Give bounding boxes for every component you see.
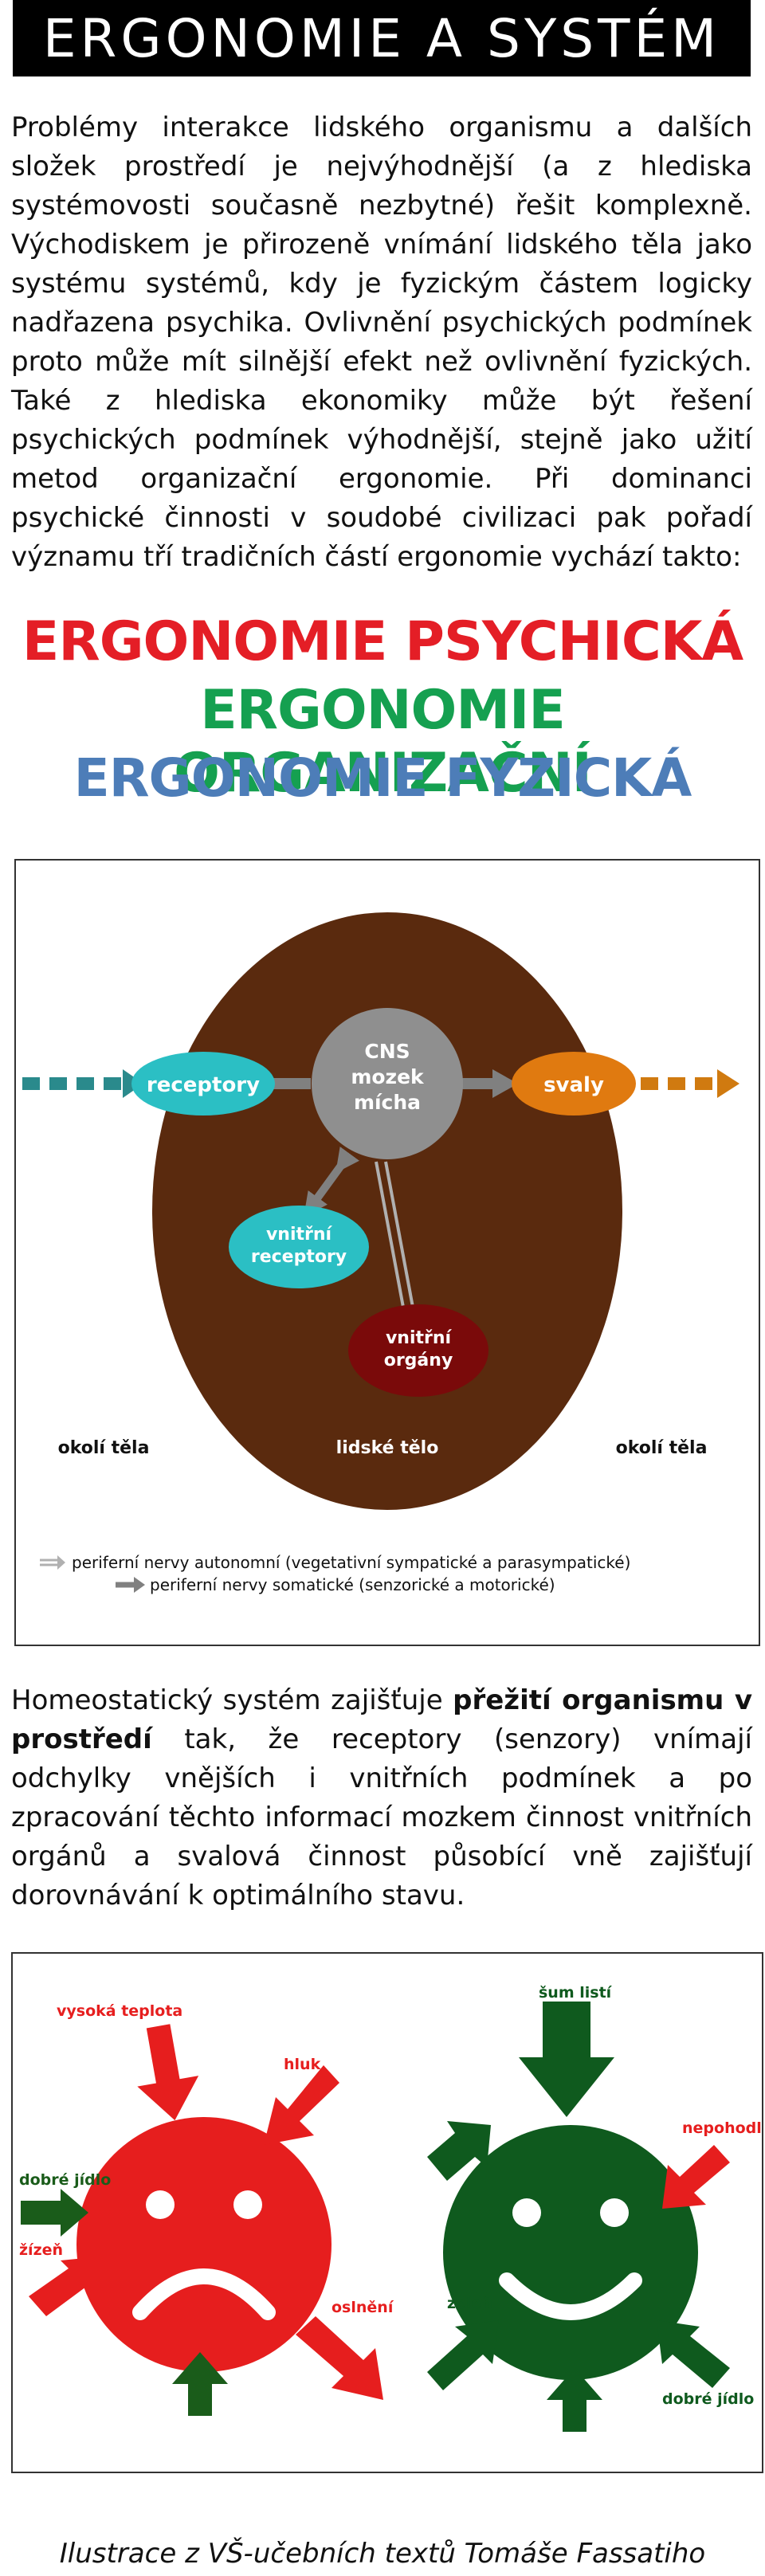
svaly-node — [512, 1052, 636, 1115]
sad-arrow-top-right — [264, 2065, 339, 2145]
cns-label-3: mícha — [354, 1091, 421, 1114]
output-arrow — [641, 1069, 740, 1098]
sad-face — [76, 2117, 332, 2372]
sad-face-mouth — [132, 2268, 276, 2320]
happy-arrow-bottom-left — [427, 2320, 499, 2390]
page-title-bar: ERGONOMIE A SYSTÉM — [13, 0, 751, 76]
cns-label-2: mozek — [351, 1065, 425, 1088]
happy-arrows — [427, 2002, 730, 2432]
homeostasis-before: Homeostatický systém zajišťuje — [11, 1684, 453, 1716]
body-ellipse — [152, 912, 622, 1510]
sad-arrow-left-lower — [29, 2256, 100, 2316]
page-title: ERGONOMIE A SYSTÉM — [42, 7, 721, 69]
happy-arrow-top — [519, 2002, 614, 2117]
happy-arrow-bottom — [547, 2368, 602, 2432]
happy-arrow-bottom-right — [657, 2320, 730, 2388]
happy-arrow-left — [427, 2121, 491, 2181]
vnitrni-receptory-node — [229, 1206, 369, 1288]
label-zizen: žízeň — [19, 2241, 63, 2259]
sad-arrow-bottom-green — [172, 2352, 228, 2416]
vnitrni-organy-label-2: orgány — [384, 1351, 453, 1370]
label-dobre-jidlo-happy: dobré jídlo — [662, 2390, 754, 2408]
ergonomie-psychicka: ERGONOMIE PSYCHICKÁ — [22, 610, 743, 673]
sad-arrows — [21, 2024, 383, 2416]
ergonomie-organizacni: ERGONOMIE ORGANIZAČNÍ — [174, 679, 592, 805]
input-arrow — [22, 1069, 143, 1098]
legend-autonomic-text: periferní nervy autonomní (vegetativní s… — [72, 1553, 630, 1572]
cns-organy-line-2 — [384, 1161, 418, 1325]
sad-arrow-left-green — [21, 2189, 88, 2237]
homeostasis-after: tak, že receptory (senzory) vnímají odch… — [11, 1723, 752, 1911]
faces-figure: vysoká teplota hluk dobré jídlo žízeň os… — [11, 1952, 765, 2473]
vnitrni-organy-node — [348, 1304, 488, 1397]
label-zelen: zeleň — [447, 2295, 492, 2312]
happy-face-eye-left — [512, 2198, 541, 2227]
lidske-telo-label: lidské tělo — [336, 1438, 439, 1458]
svaly-label: svaly — [543, 1073, 604, 1097]
sad-arrow-bottom-right — [296, 2316, 383, 2400]
receptory-node — [131, 1052, 275, 1115]
intro-paragraph: Problémy interakce lidského organismu a … — [11, 112, 752, 573]
cns-node — [312, 1008, 463, 1159]
vnitrni-organy-label-1: vnitřní — [386, 1328, 453, 1348]
ergonomie-fyzicka: ERGONOMIE FYZICKÁ — [73, 747, 692, 809]
legend-somatic: periferní nervy somatické (senzorické a … — [116, 1575, 555, 1594]
sad-face-eye-left — [146, 2190, 175, 2219]
okoli-left-label: okolí těla — [58, 1438, 150, 1458]
okoli-right-label: okolí těla — [616, 1438, 708, 1458]
cns-organy-line-1 — [375, 1161, 408, 1325]
label-dobre-jidlo-sad: dobré jídlo — [19, 2171, 111, 2189]
happy-face — [443, 2125, 698, 2380]
legend-autonomic: periferní nervy autonomní (vegetativní s… — [40, 1553, 630, 1572]
label-sum-listi: šum listí — [539, 1984, 613, 2002]
happy-arrow-right-red — [662, 2145, 730, 2209]
legend-somatic-text: periferní nervy somatické (senzorické a … — [150, 1575, 555, 1594]
figure-caption: Ilustrace z VŠ-učebních textů Tomáše Fas… — [59, 2538, 706, 2570]
body-system-svg: receptory CNS mozek mícha svaly vnitřní … — [22, 912, 740, 1594]
vnitrni-receptory-label-2: receptory — [251, 1247, 347, 1267]
happy-face-eye-right — [600, 2198, 629, 2227]
receptory-label: receptory — [147, 1073, 260, 1097]
sad-face-eye-right — [233, 2190, 262, 2219]
label-nepohodli: nepohodlí — [682, 2119, 762, 2137]
vnitrni-receptory-label-1: vnitřní — [266, 1225, 333, 1245]
label-osleni: oslnění — [332, 2299, 394, 2316]
homeostasis-bold: přežití organismu v prostředí — [11, 1684, 753, 1755]
label-vysoka-teplota: vysoká teplota — [57, 2002, 182, 2020]
homeostasis-paragraph: Homeostatický systém zajišťuje přežití o… — [11, 1681, 752, 1915]
faces-svg: vysoká teplota hluk dobré jídlo žízeň os… — [19, 1984, 765, 2432]
cns-label-1: CNS — [364, 1040, 410, 1063]
label-hluk: hluk — [284, 2056, 321, 2073]
cns-receptory-feedback-arrow — [304, 1147, 359, 1217]
sad-arrow-top — [137, 2024, 199, 2121]
body-system-diagram: receptory CNS mozek mícha svaly vnitřní … — [14, 859, 760, 1646]
happy-face-mouth — [499, 2272, 642, 2320]
